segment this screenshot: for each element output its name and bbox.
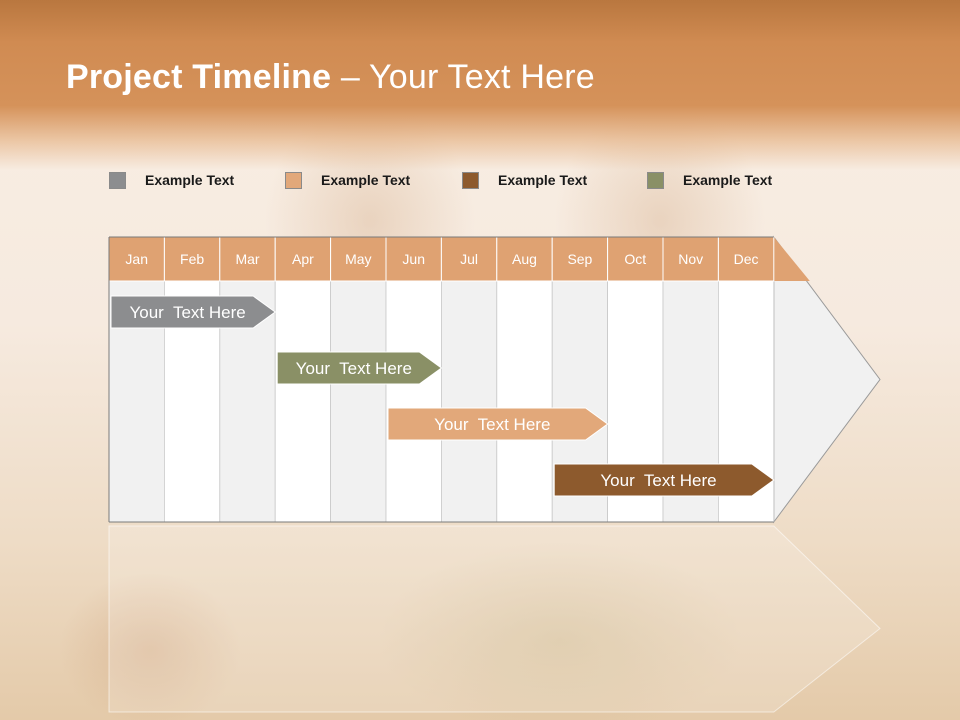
month-header-cell	[219, 236, 276, 282]
month-label: Nov	[678, 251, 703, 267]
legend-label-1: Example Text	[145, 172, 235, 188]
task-label: Your Text Here	[434, 415, 550, 434]
task-label: Your Text Here	[296, 359, 412, 378]
slide-title: Project Timeline – Your Text Here	[66, 58, 595, 97]
timeline-arrow-header	[773, 237, 810, 281]
legend-swatch-3	[462, 171, 479, 189]
month-column	[440, 280, 498, 523]
month-header-cell	[108, 236, 165, 282]
month-label: Mar	[235, 251, 259, 267]
legend-item-3: Example Text	[462, 170, 587, 190]
legend-item-4: Example Text	[647, 170, 772, 190]
legend-label-4: Example Text	[683, 172, 773, 188]
task-bar	[387, 407, 609, 441]
month-label: May	[345, 251, 371, 267]
task-label: Your Text Here	[129, 303, 245, 322]
month-label: Aug	[512, 251, 537, 267]
month-label: Feb	[180, 251, 204, 267]
month-column	[274, 280, 332, 523]
month-label: Dec	[734, 251, 759, 267]
legend-item-1: Example Text	[109, 170, 234, 190]
month-header-cell	[274, 236, 332, 282]
task-label: Your Text Here	[600, 471, 716, 490]
month-label: Jun	[402, 251, 425, 267]
task-bar	[553, 463, 775, 497]
legend-label-3: Example Text	[498, 172, 588, 188]
legend-swatch-4	[647, 171, 664, 189]
month-header-cell	[662, 236, 719, 282]
month-column	[385, 280, 442, 523]
month-header-cell	[717, 236, 775, 282]
title-band	[0, 0, 960, 170]
month-label: Sep	[567, 251, 592, 267]
title-subtitle: – Your Text Here	[331, 58, 595, 96]
legend-label-2: Example Text	[321, 172, 411, 188]
month-label: Jan	[125, 251, 148, 267]
legend-swatch-1	[109, 171, 126, 189]
month-column	[496, 280, 553, 523]
legend-swatch-2	[285, 171, 302, 189]
task-bar	[110, 295, 277, 329]
timeline-reflection	[108, 525, 881, 713]
month-label: Jul	[460, 251, 478, 267]
month-header-cell	[551, 236, 609, 282]
month-column	[330, 280, 387, 523]
month-label: Apr	[292, 251, 314, 267]
title-bold: Project Timeline	[66, 58, 332, 96]
legend-item-2: Example Text	[285, 170, 410, 190]
month-label: Oct	[624, 251, 646, 267]
task-bar	[276, 351, 443, 385]
month-header-cell	[496, 236, 553, 282]
